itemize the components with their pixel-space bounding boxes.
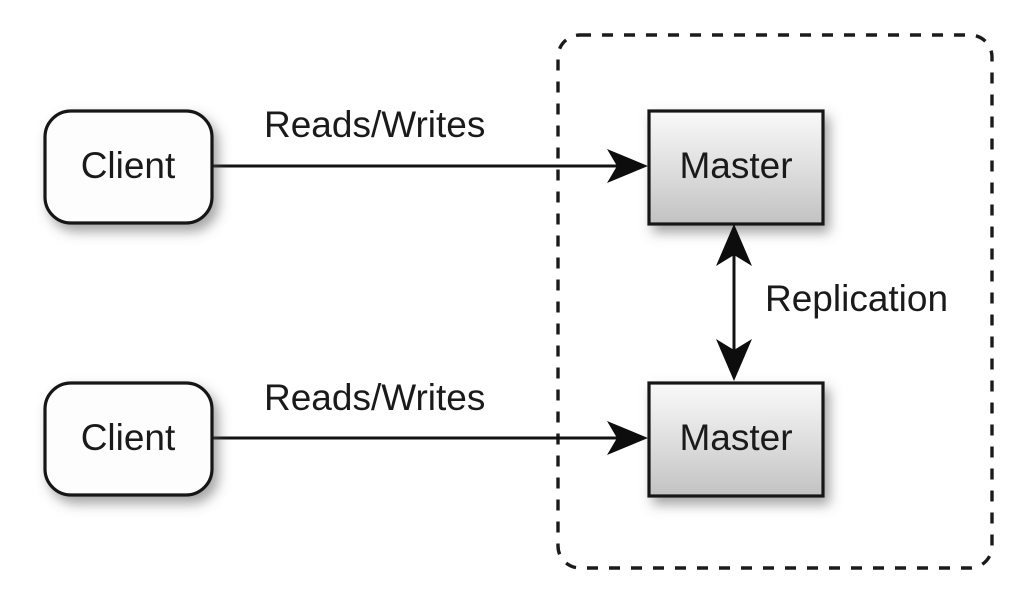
arrow-head-replication-down	[716, 339, 752, 381]
master-top-box[interactable]	[647, 109, 825, 226]
master-bottom-box[interactable]	[647, 381, 825, 498]
arrow-head-bottom-right	[607, 421, 648, 455]
edge-master-to-master-replication	[716, 224, 752, 381]
arrow-head-top-right	[607, 149, 648, 183]
edge-client-bottom-to-master-bottom	[212, 421, 648, 455]
master-bottom-label: Master	[679, 417, 792, 458]
edge-label-reads-writes-bottom: Reads/Writes	[264, 377, 485, 418]
node-master-top[interactable]: Master	[647, 109, 825, 226]
system-boundary	[556, 33, 994, 570]
client-bottom-label: Client	[81, 417, 176, 458]
node-client-bottom[interactable]: Client	[43, 381, 214, 497]
system-boundary-rect	[556, 33, 994, 570]
master-top-label: Master	[679, 145, 792, 186]
edge-label-replication: Replication	[765, 278, 948, 319]
client-top-label: Client	[81, 145, 176, 186]
arrow-head-replication-up	[716, 224, 752, 266]
node-client-top[interactable]: Client	[43, 109, 214, 225]
client-top-box[interactable]	[43, 109, 214, 225]
node-master-bottom[interactable]: Master	[647, 381, 825, 498]
client-bottom-box[interactable]	[43, 381, 214, 497]
edge-label-reads-writes-top: Reads/Writes	[264, 104, 485, 145]
edge-client-top-to-master-top	[212, 149, 648, 183]
